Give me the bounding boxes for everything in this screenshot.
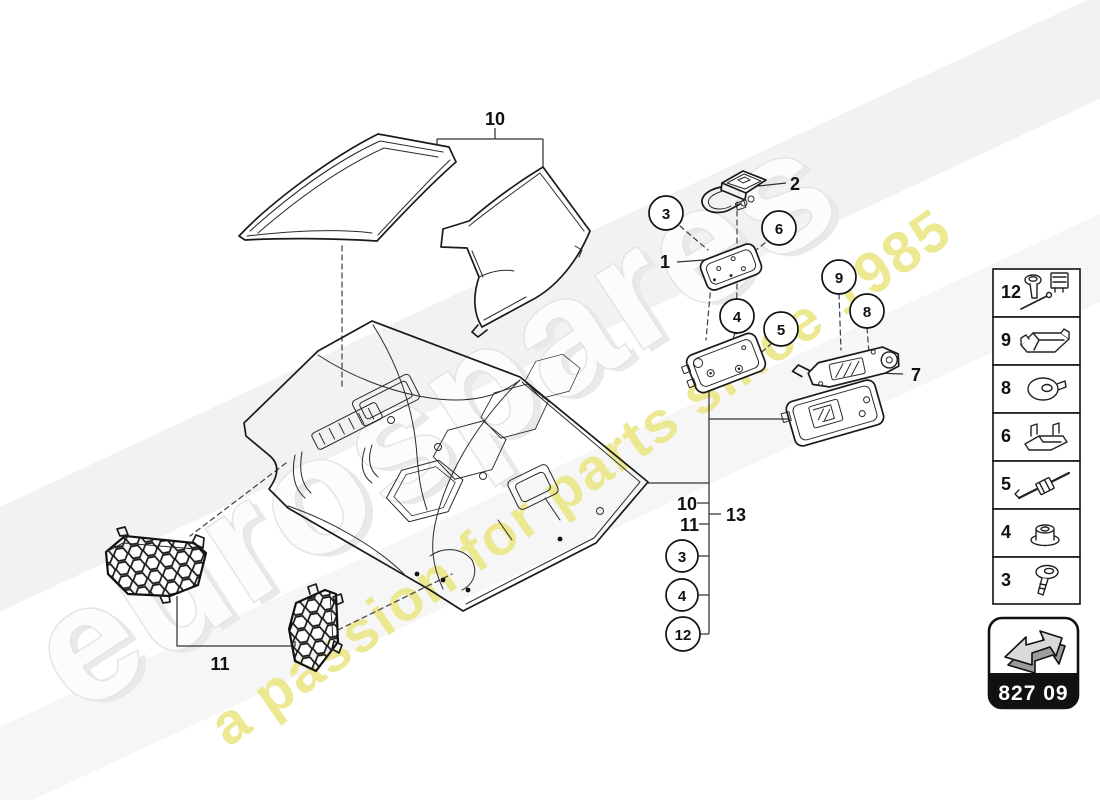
sidebar-cell-4[interactable]: 4 [992,508,1081,558]
callout-circle-3-top-label: 3 [662,206,670,223]
code-band [989,673,1078,708]
callout-labels: 10 1 2 7 11 13 10 11 [210,109,921,674]
washer-screw-icon [1035,564,1059,596]
part-plate-1 [699,243,763,291]
sidebar-cell-3[interactable]: 3 [992,556,1081,605]
callout-circle-6-label: 6 [775,221,783,238]
callout-circle-4-top[interactable]: 4 [719,298,755,334]
cover-shell-left [238,133,457,242]
sidebar-cell-8[interactable]: 8 [992,364,1081,414]
sidebar-parts-table: 12 9 8 [992,268,1081,605]
grommet-washer-icon [1027,377,1067,401]
grille-left [104,526,208,604]
rod-clip-icon [1014,471,1071,500]
callout-circle-4-col[interactable]: 4 [665,578,699,612]
sidebar-cell-3-label: 3 [1001,570,1011,590]
callout-circle-8[interactable]: 8 [849,293,885,329]
part-striker-plate [780,379,885,447]
exploded-diagram: 10 1 2 7 11 13 10 11 3 6 4 [104,109,921,674]
label-col-11[interactable]: 11 [680,515,699,535]
callout-circle-4-top-label: 4 [733,309,742,326]
main-panel [243,320,649,612]
sidebar-cell-4-label: 4 [1001,522,1011,542]
sidebar-cell-5[interactable]: 5 [992,460,1081,510]
sidebar-cell-6-label: 6 [1001,426,1011,446]
callout-circle-5-label: 5 [777,322,785,339]
swoosh-band-upper [0,0,1100,705]
sidebar-cell-8-label: 8 [1001,378,1011,398]
label-group-13[interactable]: 13 [726,505,746,525]
bent-arrow-icon [1004,630,1066,674]
label-part-7[interactable]: 7 [911,365,921,385]
cover-shell-right [440,166,591,338]
part-bracket-2 [701,170,767,214]
sidebar-cell-9[interactable]: 9 [992,316,1081,366]
grille-right [287,583,344,673]
part-code-text: 827 09 [998,682,1068,705]
part-plate-5 [681,332,767,394]
screw-and-clip-icon [1020,272,1069,310]
sidebar-cell-5-label: 5 [1001,474,1011,494]
part-latch-7 [791,346,900,388]
callout-circle-12-col-label: 12 [675,627,692,644]
clip-bracket-icon [1024,422,1068,451]
callout-circle-3-col[interactable]: 3 [665,539,699,573]
sidebar-cell-12[interactable]: 12 [992,268,1081,318]
callout-circles: 3 6 4 5 9 8 3 [648,195,885,652]
callout-circle-12-col[interactable]: 12 [665,616,701,652]
label-part-1[interactable]: 1 [660,252,670,272]
sidebar-cell-9-label: 9 [1001,330,1011,350]
flange-nut-icon [1030,524,1060,547]
mount-bracket-icon [1020,328,1070,353]
callout-circle-5[interactable]: 5 [763,311,799,347]
sidebar-cell-6[interactable]: 6 [992,412,1081,462]
label-part-2[interactable]: 2 [790,174,800,194]
sidebar-cell-12-label: 12 [1001,282,1021,302]
dashed-leaders [189,201,870,631]
callout-circle-3-top[interactable]: 3 [648,195,684,231]
label-part-11[interactable]: 11 [210,654,229,674]
label-part-10[interactable]: 10 [485,109,505,129]
part-code-box[interactable]: 827 09 [987,616,1080,710]
label-col-10[interactable]: 10 [677,494,697,514]
callout-circle-8-label: 8 [863,304,871,321]
callout-circle-3-col-label: 3 [678,549,686,566]
callout-circle-9[interactable]: 9 [821,259,857,295]
callout-circle-9-label: 9 [835,270,843,287]
callout-circle-6[interactable]: 6 [761,210,797,246]
callout-circle-4-col-label: 4 [678,588,687,605]
